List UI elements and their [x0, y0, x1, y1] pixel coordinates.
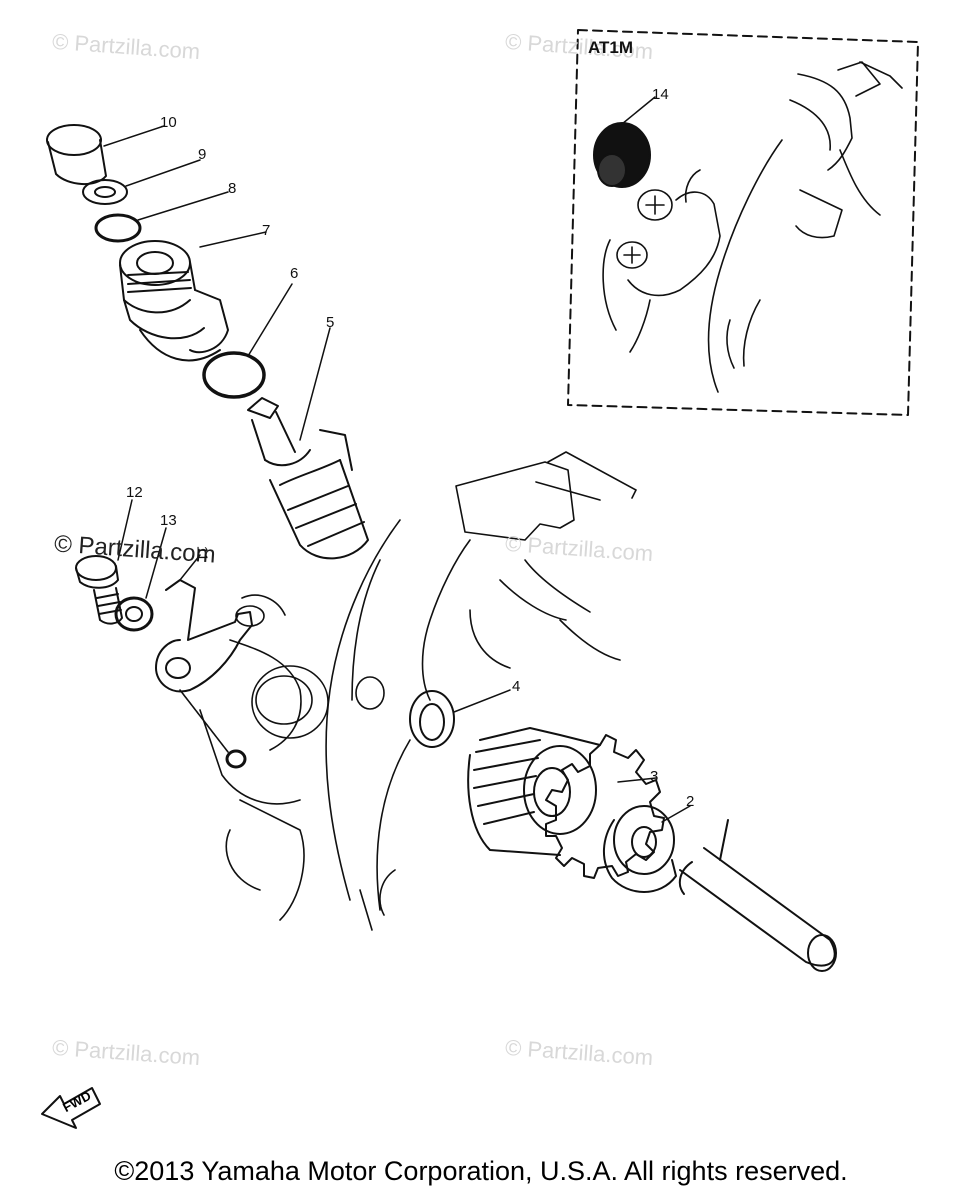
crankcase-outline: [179, 519, 411, 931]
callout-3: 3: [650, 768, 659, 785]
pinion-shaft-5: [247, 397, 369, 560]
washer-13: [114, 596, 154, 632]
callout-13: 13: [160, 512, 177, 529]
callout-10: 10: [160, 114, 177, 131]
oring-6: [202, 351, 266, 399]
callout-5: 5: [326, 314, 335, 331]
callout-2: 2: [686, 793, 695, 810]
plate-11: [155, 579, 253, 693]
oring-8: [94, 213, 142, 243]
collar-2: [602, 805, 677, 893]
callout-12: 12: [126, 484, 143, 501]
inset-at1m-frame: [567, 29, 919, 416]
gear-3: [467, 727, 665, 879]
callout-11: 11: [193, 545, 211, 562]
washer-9: [82, 179, 128, 205]
oil-seal-14: [593, 122, 651, 188]
callout-9: 9: [198, 146, 207, 163]
fwd-arrow-icon: [41, 1087, 101, 1129]
washer-4: [409, 690, 455, 748]
callout-8: 8: [228, 180, 237, 197]
callout-4: 4: [512, 678, 521, 695]
collar-10: [46, 124, 107, 185]
callout-6: 6: [290, 265, 299, 282]
inset-label: AT1M: [588, 38, 634, 57]
callout-14: 14: [652, 86, 669, 103]
sleeve-7: [119, 240, 229, 362]
rear-bracket: [421, 451, 637, 701]
copyright-notice: ©2013 Yamaha Motor Corporation, U.S.A. A…: [114, 1156, 848, 1186]
inset-bracket-drawing: [602, 61, 903, 393]
shaft-1: [678, 819, 837, 972]
callout-7: 7: [262, 222, 271, 239]
